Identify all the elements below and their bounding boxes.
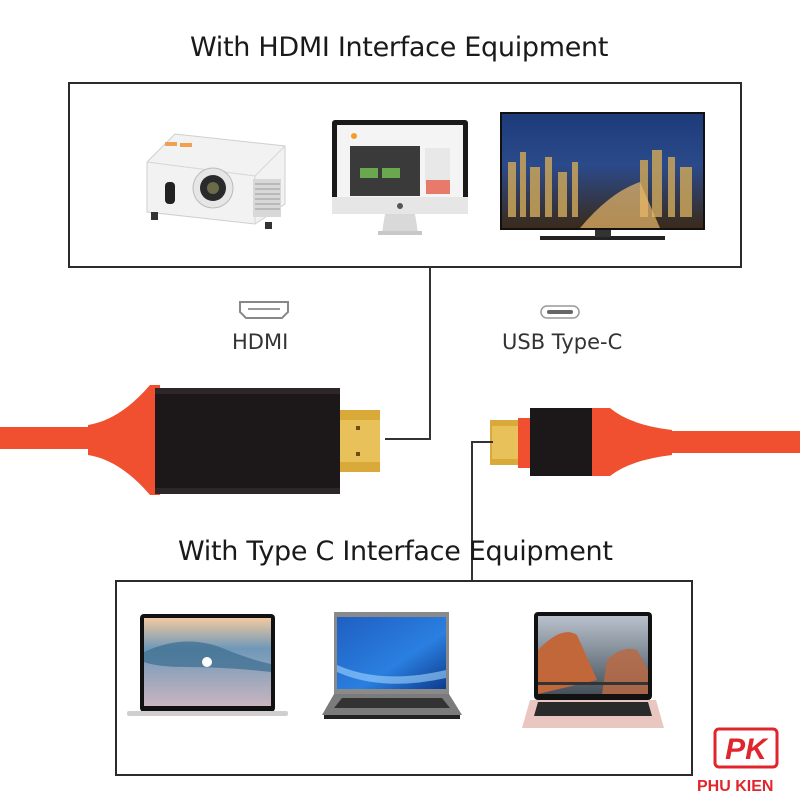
type-c-equipment-box	[115, 580, 693, 776]
brand-logo-letters: PK	[725, 733, 769, 766]
hdmi-connector-line-h	[385, 438, 431, 440]
hdmi-cable-plug	[0, 385, 380, 495]
laptop-icon	[522, 612, 664, 728]
usb-c-cable-plug	[490, 408, 800, 476]
brand-logo-icon: PK	[713, 727, 779, 769]
desktop-monitor-icon	[332, 120, 468, 235]
laptop-icon	[127, 614, 288, 716]
usb-c-label: USB Type-C	[502, 330, 623, 354]
projector-icon	[146, 133, 286, 229]
usb-c-connector-line	[471, 441, 473, 582]
type-c-section-title: With Type C Interface Equipment	[178, 536, 613, 567]
television-icon	[500, 112, 705, 240]
laptop-icon	[322, 612, 462, 719]
brand-name: PHU KIEN	[697, 778, 774, 795]
usb-c-port-icon	[540, 305, 580, 319]
hdmi-equipment-box	[68, 82, 742, 268]
hdmi-connector-line	[429, 266, 431, 440]
hdmi-label: HDMI	[232, 330, 289, 354]
usb-c-connector-line-h	[471, 441, 493, 443]
hdmi-section-title: With HDMI Interface Equipment	[190, 32, 609, 63]
hdmi-port-icon	[239, 301, 289, 319]
